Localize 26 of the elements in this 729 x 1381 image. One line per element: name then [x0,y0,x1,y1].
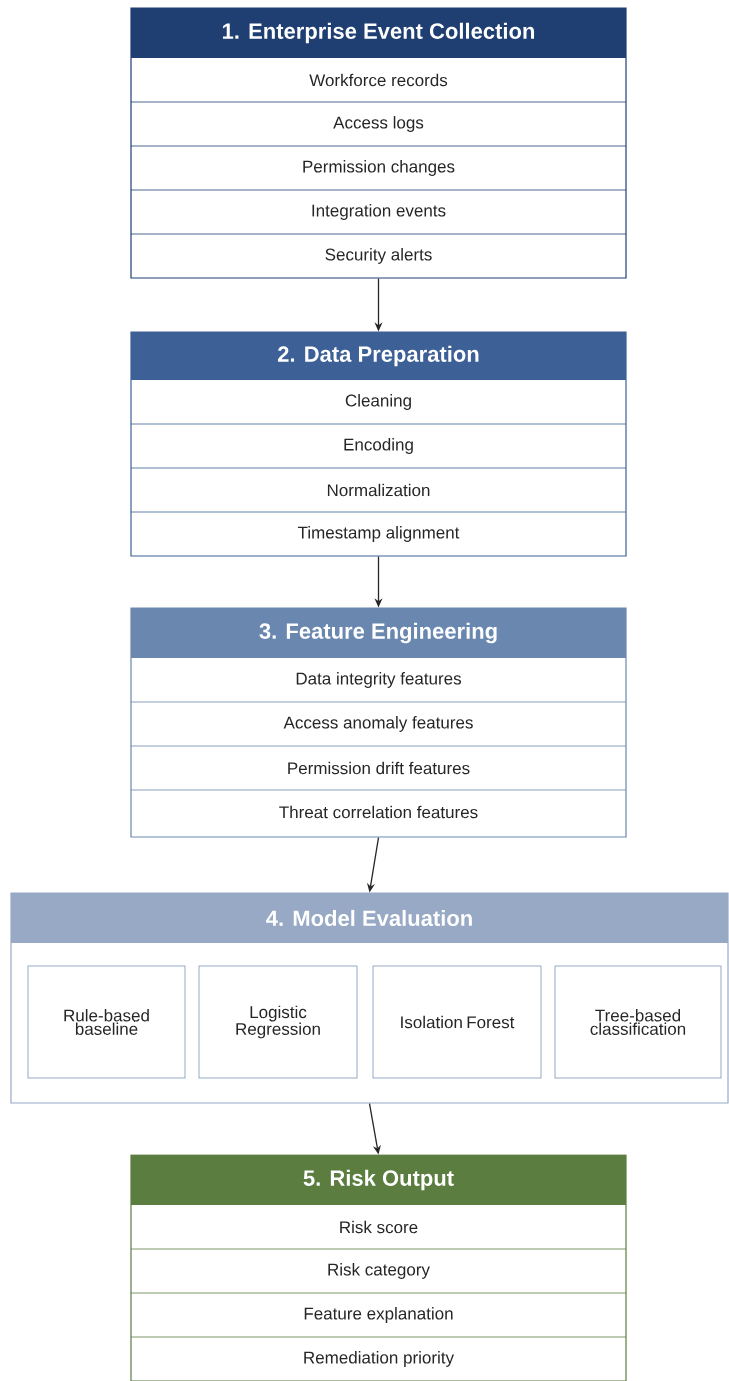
table-cell: Risk category [328,1263,430,1279]
table-cell: Access anomaly features [283,716,473,732]
table-cell: Risk score [340,1220,418,1234]
model-box: Tree-based classification [554,965,722,1079]
table-cell: Access logs [333,116,424,132]
table-cell: Remediation priority [304,1351,454,1367]
table-cell: Data integrity features [296,672,461,688]
table-cell: Feature explanation [304,1307,453,1323]
header-bar: 2. Data Preparation [131,332,626,380]
table-cell: Encoding [344,438,413,454]
model-box: Logistic Regression [198,965,358,1079]
model-box: Rule-based baseline [27,965,186,1079]
table-cell: Normalization [327,483,430,497]
table-cell: Cleaning [345,394,411,410]
table-cell: Security alerts [325,248,432,264]
table-cell: Workforce records [309,73,448,87]
table-cell: Permission changes [303,160,455,176]
table-cell: Integration events [312,204,446,220]
header-bar: 4. Model Evaluation [11,893,728,943]
header-bar: 3. Feature Engineering [131,608,626,658]
table-cell: Threat correlation features [279,805,478,819]
table-cell: Permission drift features [288,761,470,775]
model-box: Isolation Forest [372,965,542,1079]
header-bar: 5. Risk Output [131,1155,626,1205]
table-cell: Timestamp alignment [297,526,460,542]
header-bar: 1. Enterprise Event Collection [131,8,626,58]
